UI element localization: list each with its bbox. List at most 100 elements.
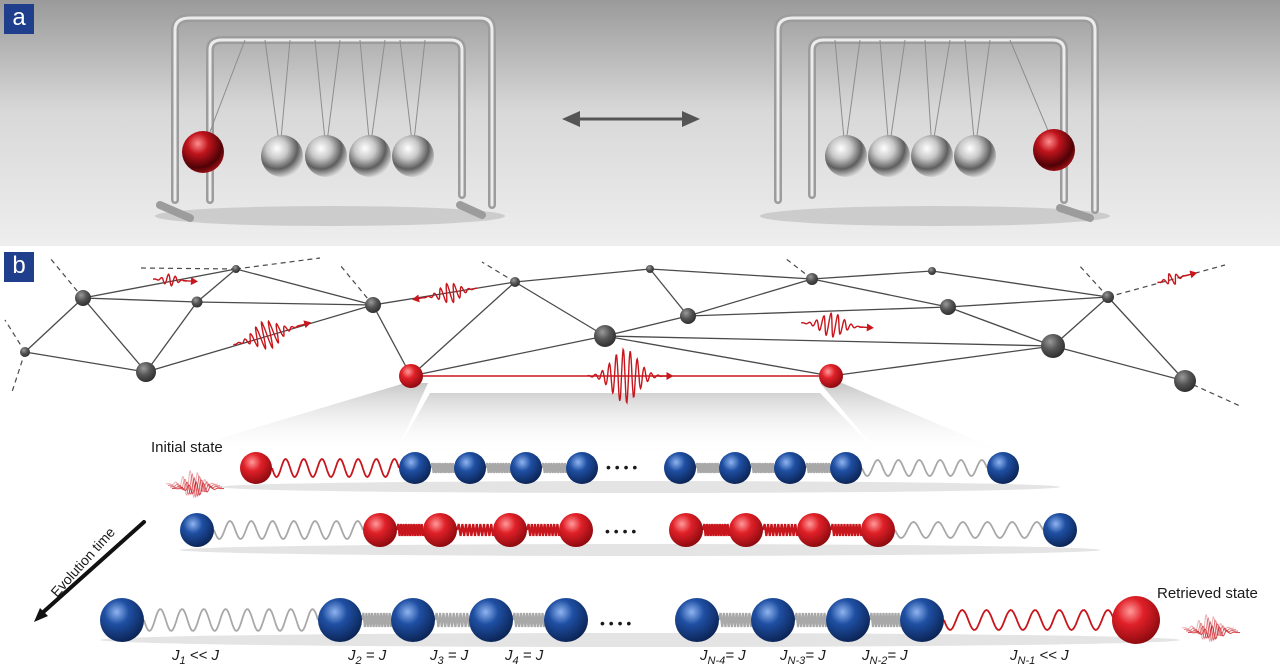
red-spin-ball: [559, 513, 593, 547]
red-spring: [455, 523, 495, 537]
blue-spin-ball: [826, 598, 870, 642]
network-node: [646, 265, 654, 273]
spring: [868, 612, 902, 628]
network-node: [136, 362, 156, 382]
retrieved-state-pulse: [1181, 614, 1240, 643]
panel-a-badge: a: [4, 4, 34, 34]
spring: [694, 462, 721, 474]
coupling-label: JN-2= J: [861, 647, 908, 667]
chain-ellipsis: • • • •: [606, 459, 637, 475]
silver-ball: [954, 135, 996, 177]
coupling-label: JN-3= J: [779, 647, 826, 667]
network-node: [940, 299, 956, 315]
network-node: [191, 296, 203, 308]
blue-spin-ball: [318, 598, 362, 642]
projection-beam-right: [820, 383, 1010, 455]
chain-row-1: [240, 452, 1019, 484]
weak-coupling-wave: [861, 459, 988, 477]
blue-spin-ball: [664, 452, 696, 484]
initial-state-label: Initial state: [151, 439, 223, 456]
red-spring: [395, 523, 425, 537]
coupling-label: J1 << J: [171, 647, 219, 667]
blue-spin-ball: [100, 598, 144, 642]
red-spin-ball: [423, 513, 457, 547]
spring: [793, 612, 828, 628]
spring: [540, 462, 568, 474]
wave-packet: [801, 312, 874, 338]
red-spin-ball: [363, 513, 397, 547]
network-nodes: [20, 265, 1196, 392]
network-node: [232, 265, 240, 273]
panel-b-badge: b: [4, 252, 34, 282]
chain-ellipsis: • • • •: [605, 523, 636, 539]
network-edges: [24, 268, 1186, 382]
red-spin-ball: [797, 513, 831, 547]
red-spring: [701, 523, 731, 537]
coupling-label: J3 = J: [429, 647, 469, 667]
blue-spin-ball: [180, 513, 214, 547]
red-spin-ball: [669, 513, 703, 547]
double-arrow-icon: [562, 111, 700, 127]
blue-spin-ball: [454, 452, 486, 484]
silver-ball: [392, 135, 434, 177]
coupling-label: JN-4= J: [699, 647, 746, 667]
network-node: [928, 267, 936, 275]
blue-spin-ball: [469, 598, 513, 642]
coupling-label: J4 = J: [504, 647, 544, 667]
red-spring: [761, 523, 799, 537]
red-spin-ball: [729, 513, 763, 547]
red-spin-ball: [861, 513, 895, 547]
silver-ball: [825, 135, 867, 177]
panel-a-background: [0, 0, 1280, 246]
silver-ball: [349, 135, 391, 177]
newtons-cradle-right: [760, 14, 1110, 226]
red-pendulum-ball: [182, 131, 224, 173]
projection-beam-center: [395, 393, 880, 455]
blue-spin-ball: [566, 452, 598, 484]
newtons-cradle-left: [155, 14, 505, 226]
projection-beam-left: [165, 383, 428, 455]
chain-row-2: [180, 513, 1077, 547]
retrieved-state-label: Retrieved state: [1157, 585, 1258, 602]
coupling-labels: J1 << J J2 = J J3 = J J4 = J JN-4= J JN-…: [171, 647, 1069, 667]
spring: [804, 462, 832, 474]
blue-spin-ball: [900, 598, 944, 642]
red-spin-ball: [1112, 596, 1160, 644]
central-wave-packet: [587, 347, 674, 405]
coupling-label: J2 = J: [347, 647, 387, 667]
silver-ball: [911, 135, 953, 177]
wave-packet: [152, 273, 198, 287]
spring: [484, 462, 512, 474]
blue-spin-ball: [987, 452, 1019, 484]
wave-packet: [1157, 270, 1198, 285]
spring: [717, 612, 753, 628]
wave-packets: [152, 270, 1198, 405]
red-pendulum-ball: [1033, 129, 1075, 171]
red-spring: [829, 523, 863, 537]
network-node: [75, 290, 91, 306]
red-spin-ball: [240, 452, 272, 484]
weak-coupling-wave: [213, 520, 364, 540]
network-node: [1041, 334, 1065, 358]
silver-ball: [261, 135, 303, 177]
weak-coupling-wave: [271, 457, 400, 479]
blue-spin-ball: [719, 452, 751, 484]
blue-spin-ball: [675, 598, 719, 642]
blue-spin-ball: [510, 452, 542, 484]
weak-coupling-wave: [143, 608, 319, 632]
blue-spin-ball: [830, 452, 862, 484]
weak-coupling-wave: [943, 608, 1115, 632]
evolution-time-label: Evolution time: [47, 524, 118, 600]
spring: [360, 612, 393, 628]
red-spring: [525, 523, 561, 537]
chain-ellipsis: • • • •: [600, 615, 631, 631]
weak-coupling-wave: [894, 521, 1044, 539]
red-spin-ball: [493, 513, 527, 547]
network-node: [594, 325, 616, 347]
red-network-node: [819, 364, 843, 388]
initial-state-pulse: [165, 470, 224, 499]
state-pulses: [165, 470, 1240, 643]
blue-spin-ball: [544, 598, 588, 642]
